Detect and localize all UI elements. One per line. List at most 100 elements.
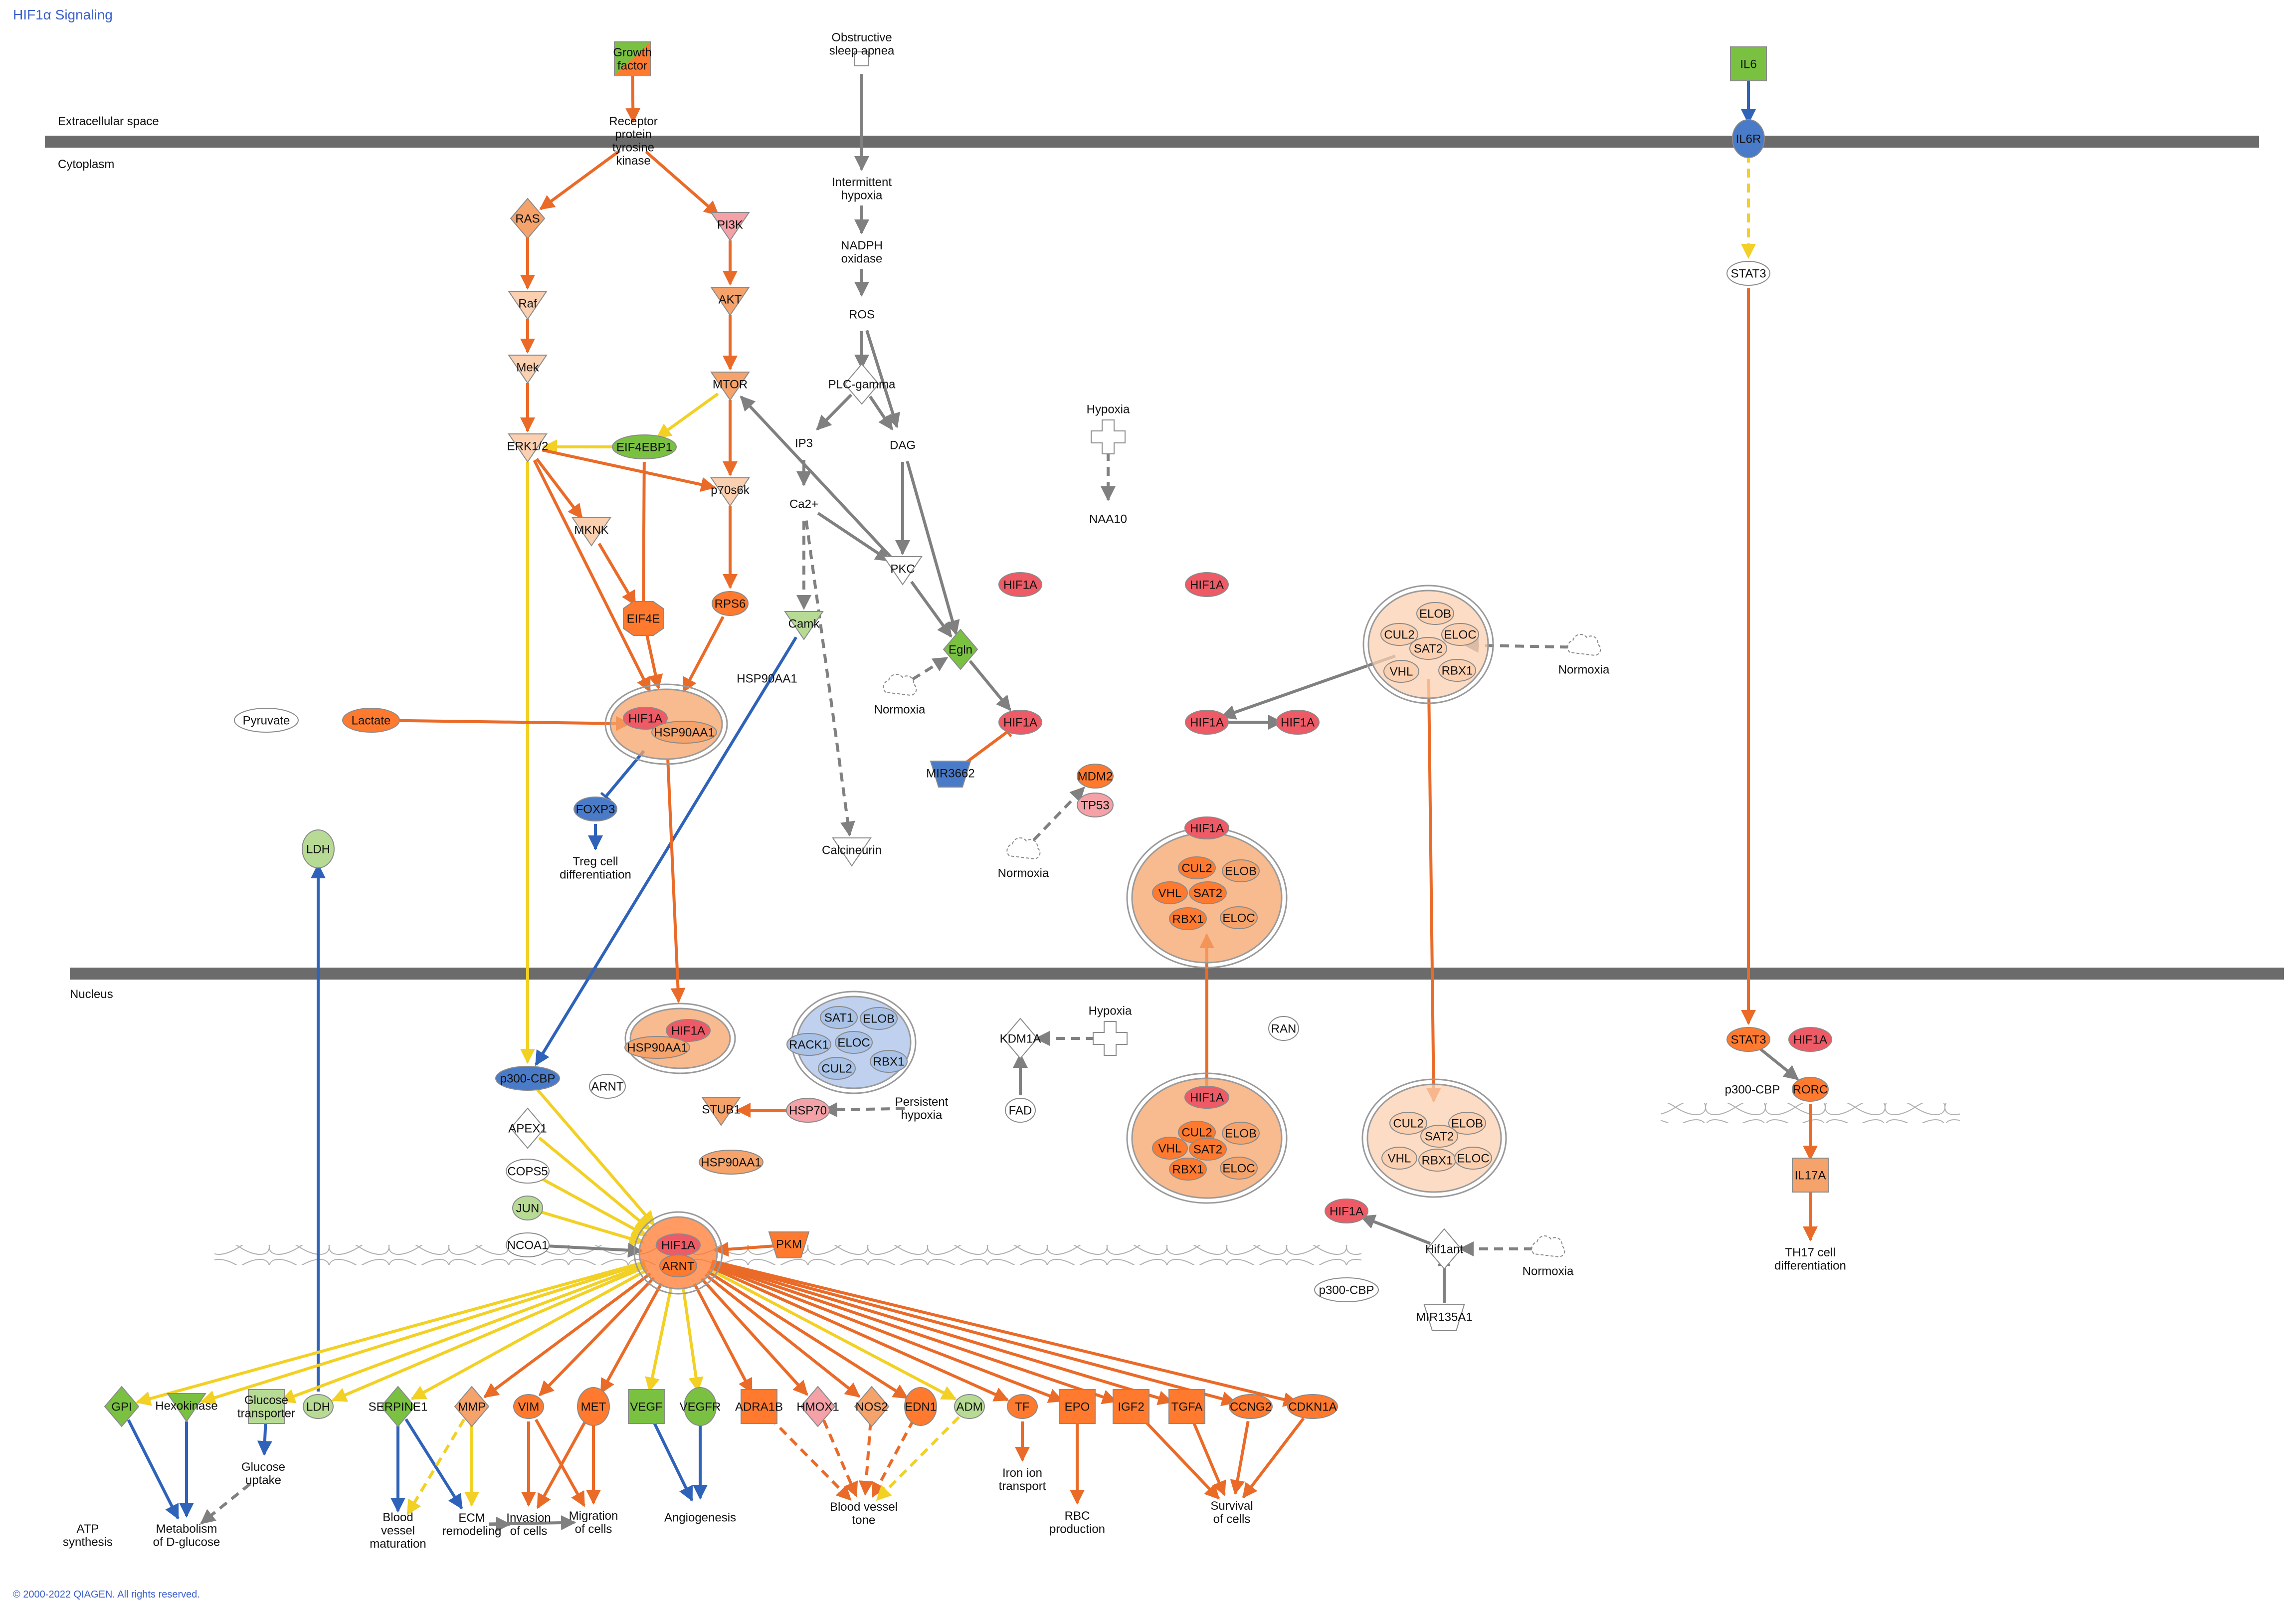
node-p70s6k[interactable]: p70s6k bbox=[710, 477, 750, 507]
node-vim[interactable]: VIM bbox=[513, 1394, 544, 1419]
node-adra1b[interactable]: ADRA1B bbox=[735, 1389, 783, 1424]
node-tf[interactable]: TF bbox=[1007, 1394, 1038, 1419]
node-ros[interactable]: ROS bbox=[849, 308, 875, 321]
node-gpi[interactable]: GPI bbox=[104, 1386, 140, 1427]
node-stat3[interactable]: STAT3 bbox=[1726, 261, 1770, 286]
node-mmp[interactable]: MMP bbox=[454, 1386, 490, 1427]
node-ccng2[interactable]: CCNG2 bbox=[1229, 1394, 1273, 1419]
node-eif4e[interactable]: EIF4E bbox=[623, 601, 664, 636]
node-ran[interactable]: RAN bbox=[1268, 1016, 1299, 1041]
node-hmox1[interactable]: HMOX1 bbox=[796, 1386, 839, 1427]
node-akt[interactable]: AKT bbox=[710, 287, 750, 316]
node-cdkn1a[interactable]: CDKN1A bbox=[1287, 1394, 1338, 1419]
node-apex1[interactable]: APEX1 bbox=[508, 1107, 547, 1149]
node-vegf[interactable]: VEGF bbox=[628, 1389, 665, 1424]
node-foxp3[interactable]: FOXP3 bbox=[574, 797, 617, 821]
node-normoxia4[interactable]: Normoxia bbox=[1523, 1235, 1574, 1278]
node-serpine1[interactable]: SERPINE1 bbox=[369, 1386, 428, 1427]
node-hsp90aa1-t[interactable]: HSP90AA1 bbox=[737, 672, 797, 685]
node-egln[interactable]: Egln bbox=[943, 628, 978, 670]
node-il17a[interactable]: IL17A bbox=[1792, 1158, 1829, 1193]
node-pi3k[interactable]: PI3K bbox=[710, 212, 750, 241]
node-pkm[interactable]: PKM bbox=[768, 1231, 810, 1258]
node-stub1[interactable]: STUB1 bbox=[701, 1097, 741, 1126]
node-hif1ant[interactable]: Hif1ant bbox=[1425, 1228, 1463, 1270]
node-pyruvate[interactable]: Pyruvate bbox=[234, 708, 299, 733]
node-p300cbp2[interactable]: p300-CBP bbox=[1314, 1277, 1379, 1302]
node-plcg[interactable]: PLC-gamma bbox=[828, 363, 896, 405]
node-rps6[interactable]: RPS6 bbox=[712, 591, 749, 616]
node-ldh1[interactable]: LDH bbox=[302, 829, 335, 868]
node-ncoa1[interactable]: NCOA1 bbox=[506, 1232, 550, 1257]
node-nos2[interactable]: NOS2 bbox=[854, 1386, 890, 1427]
node-mek[interactable]: Mek bbox=[508, 355, 548, 384]
node-ip3[interactable]: IP3 bbox=[795, 436, 813, 450]
node-hif1a-ub[interactable]: HIF1A bbox=[1185, 710, 1229, 735]
node-igf2[interactable]: IGF2 bbox=[1113, 1389, 1149, 1424]
node-mir135a1[interactable]: MIR135A1 bbox=[1416, 1304, 1473, 1331]
node-stat3n[interactable]: STAT3 bbox=[1726, 1027, 1770, 1052]
node-p300cbp-n[interactable]: p300-CBP bbox=[1725, 1083, 1780, 1096]
node-normoxia1[interactable]: Normoxia bbox=[874, 674, 926, 716]
node-raf[interactable]: Raf bbox=[508, 291, 548, 320]
node-ca2[interactable]: Ca2+ bbox=[789, 497, 818, 511]
node-normoxia2[interactable]: Normoxia bbox=[1558, 634, 1610, 676]
node-hypoxia2[interactable]: Hypoxia bbox=[1089, 1004, 1132, 1056]
node-tgfa[interactable]: TGFA bbox=[1168, 1389, 1205, 1424]
node-adm[interactable]: ADM bbox=[954, 1394, 985, 1419]
node-calcineurin[interactable]: Calcineurin bbox=[822, 837, 882, 867]
node-angio[interactable]: Angiogenesis bbox=[664, 1511, 736, 1524]
node-tp53[interactable]: TP53 bbox=[1077, 793, 1114, 817]
node-eif4ebp1[interactable]: EIF4EBP1 bbox=[612, 434, 677, 459]
node-rorc[interactable]: RORC bbox=[1792, 1077, 1829, 1102]
node-met[interactable]: MET bbox=[577, 1387, 610, 1426]
node-p300cbp1[interactable]: p300-CBP bbox=[495, 1066, 560, 1091]
node-pkc[interactable]: PKC bbox=[883, 556, 923, 586]
node-epo[interactable]: EPO bbox=[1059, 1389, 1096, 1424]
node-ras[interactable]: RAS bbox=[510, 198, 546, 239]
node-vegfr[interactable]: VEGFR bbox=[680, 1387, 721, 1426]
node-hif1a-c[interactable]: HIF1A bbox=[998, 710, 1042, 735]
node-hif1a-oh[interactable]: HIF1A bbox=[998, 572, 1042, 597]
node-hif1a-ac[interactable]: HIF1A bbox=[1185, 572, 1229, 597]
node-fad[interactable]: FAD bbox=[1005, 1098, 1036, 1123]
node-hsp70[interactable]: HSP70 bbox=[786, 1098, 830, 1123]
node-erk[interactable]: ERK1/2 bbox=[507, 433, 549, 463]
node-il6r[interactable]: IL6R bbox=[1732, 119, 1765, 158]
node-mknk[interactable]: MKNK bbox=[572, 517, 611, 547]
node-jun[interactable]: JUN bbox=[512, 1196, 543, 1220]
node-edn1[interactable]: EDN1 bbox=[904, 1387, 937, 1426]
node-camk[interactable]: Camk bbox=[784, 611, 824, 640]
node-kdm1a[interactable]: KDM1A bbox=[1000, 1017, 1041, 1059]
node-mdm2[interactable]: MDM2 bbox=[1077, 764, 1114, 789]
node-hif1a-deg[interactable]: HIF1A bbox=[1276, 710, 1320, 735]
node-hif1a-s[interactable]: HIF1A bbox=[1325, 1199, 1368, 1223]
node-lactate[interactable]: Lactate bbox=[342, 708, 400, 733]
node-mtor[interactable]: MTOR bbox=[710, 372, 750, 401]
node-naa10[interactable]: NAA10 bbox=[1089, 512, 1127, 526]
